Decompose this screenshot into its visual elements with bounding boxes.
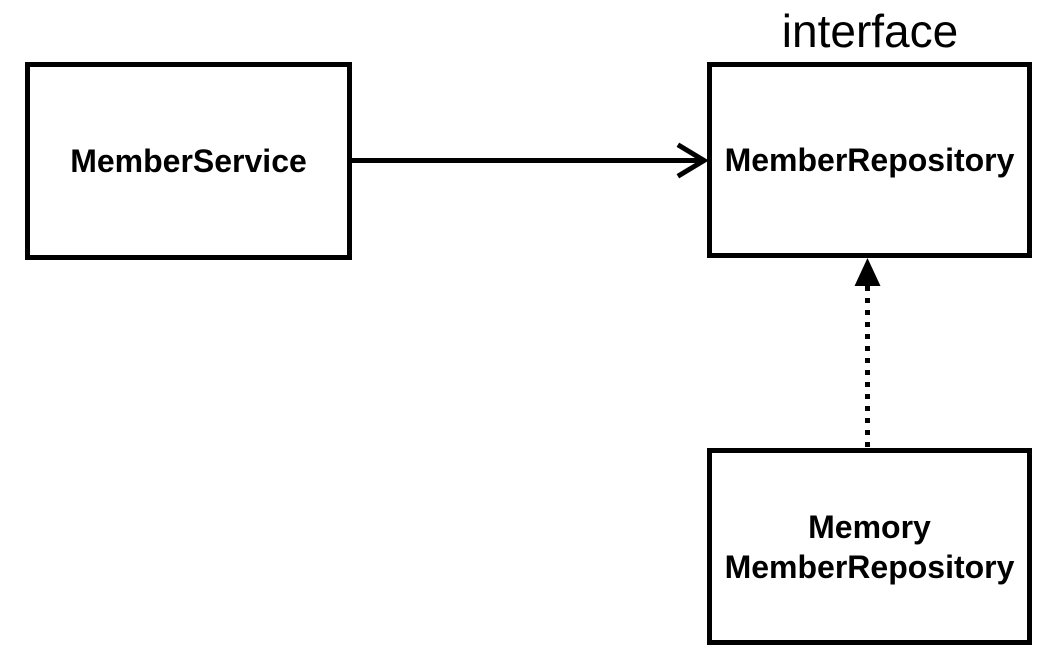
node-member-repository-label: MemberRepository <box>724 142 1015 178</box>
node-member-repository: MemberRepository <box>707 62 1032 258</box>
interface-stereotype-label: interface <box>781 5 959 57</box>
node-memory-member-repository-label-line1: Memory <box>808 508 931 545</box>
filled-triangle-arrowhead-icon <box>854 258 881 286</box>
node-member-service: MemberService <box>25 62 352 260</box>
solid-arrow <box>350 142 709 179</box>
node-member-service-label: MemberService <box>70 143 307 179</box>
node-memory-member-repository: Memory MemberRepository <box>707 448 1032 645</box>
dashed-arrow <box>854 258 881 447</box>
open-arrowhead-icon <box>676 142 709 179</box>
node-memory-member-repository-label-line2: MemberRepository <box>724 548 1015 585</box>
